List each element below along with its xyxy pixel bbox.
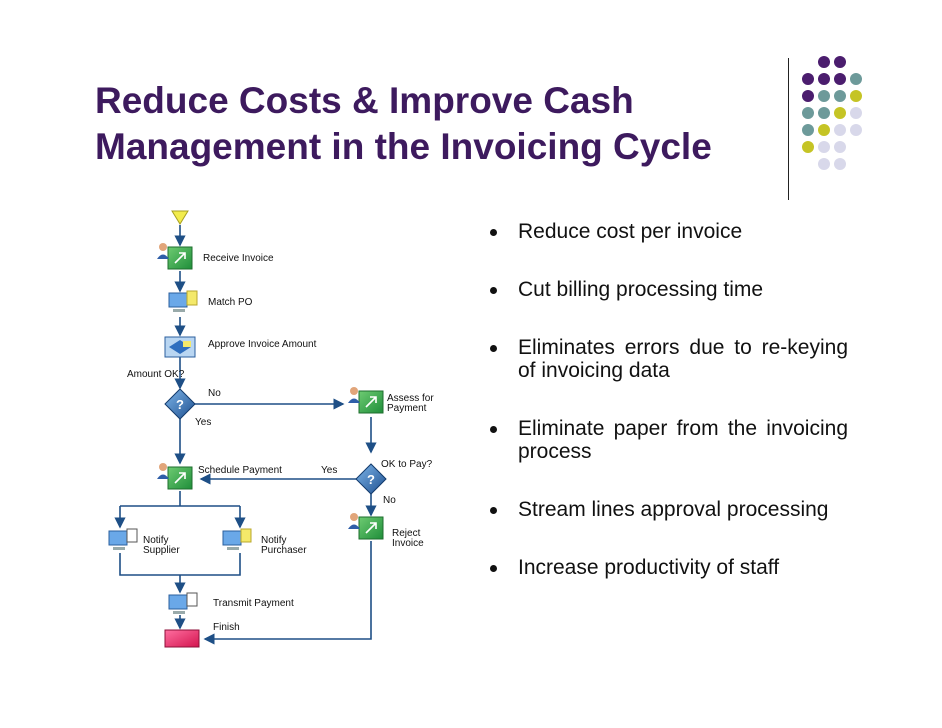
- assess-payment-task: Assess for Payment: [348, 387, 434, 414]
- list-item: Cut billing processing time: [488, 278, 848, 301]
- ok-to-pay-label: OK to Pay?: [381, 459, 433, 470]
- assess-for-label: Assess for: [387, 393, 434, 404]
- decorative-dot: [802, 124, 814, 136]
- decorative-dot: [834, 158, 846, 170]
- user-icon: [159, 463, 167, 471]
- invoice-flowchart: Receive Invoice Match PO Approve Invoice…: [108, 210, 434, 648]
- receive-invoice-label: Receive Invoice: [203, 253, 274, 264]
- notify-purchaser-label-2: Purchaser: [261, 545, 307, 556]
- ok-to-pay-decision: ?: [355, 463, 387, 495]
- decorative-dot: [834, 90, 846, 102]
- decorative-dot: [834, 73, 846, 85]
- no-label-1: No: [208, 388, 221, 399]
- list-item: Increase productivity of staff: [488, 556, 848, 579]
- document-icon: [186, 592, 198, 607]
- list-item: Eliminates errors due to re-keying of in…: [488, 336, 848, 382]
- match-po-task: Match PO: [168, 290, 253, 312]
- approve-invoice-task: Approve Invoice Amount: [164, 336, 317, 358]
- decorative-dot: [834, 124, 846, 136]
- decorative-dot: [818, 141, 830, 153]
- decorative-dot: [834, 107, 846, 119]
- question-icon: ?: [176, 397, 184, 412]
- user-icon: [350, 513, 358, 521]
- title-divider: [788, 58, 789, 200]
- notify-supplier-label-1: Notify: [143, 535, 169, 546]
- reject-invoice-task: Reject Invoice: [348, 513, 424, 549]
- decorative-dot: [802, 141, 814, 153]
- invoice-label: Invoice: [392, 538, 424, 549]
- decorative-dot: [802, 90, 814, 102]
- decorative-dot: [850, 107, 862, 119]
- list-item: Eliminate paper from the invoicing proce…: [488, 417, 848, 463]
- computer-icon: [168, 292, 188, 308]
- decorative-dot: [834, 56, 846, 68]
- user-icon: [159, 243, 167, 251]
- decorative-dot: [850, 124, 862, 136]
- transmit-payment-label: Transmit Payment: [213, 598, 294, 609]
- title-line-1: Reduce Costs & Improve Cash: [95, 80, 634, 121]
- notify-purchaser-task: Notify Purchaser: [222, 528, 307, 556]
- user-icon: [350, 387, 358, 395]
- notify-purchaser-label-1: Notify: [261, 535, 287, 546]
- slide-title: Reduce Costs & Improve Cash Management i…: [95, 78, 795, 170]
- computer-icon: [108, 530, 128, 546]
- schedule-payment-task: Schedule Payment: [157, 463, 282, 490]
- match-po-label: Match PO: [208, 297, 253, 308]
- notify-supplier-label-2: Supplier: [143, 545, 180, 556]
- decorative-dot: [818, 107, 830, 119]
- decorative-dot: [802, 107, 814, 119]
- schedule-payment-label: Schedule Payment: [198, 465, 282, 476]
- benefits-list: Reduce cost per invoice Cut billing proc…: [488, 220, 848, 614]
- decorative-dot: [818, 56, 830, 68]
- connector-lines: [114, 225, 377, 645]
- amount-ok-decision: ?: [164, 388, 196, 420]
- computer-icon: [168, 594, 188, 610]
- document-icon: [186, 290, 198, 306]
- yes-label-2: Yes: [321, 465, 337, 476]
- decorative-dot: [834, 141, 846, 153]
- finish-box: [164, 629, 200, 648]
- decorative-dot: [818, 124, 830, 136]
- computer-icon: [222, 530, 242, 546]
- decorative-dot: [818, 73, 830, 85]
- transmit-payment-task: Transmit Payment: [168, 592, 294, 614]
- decorative-dot: [850, 90, 862, 102]
- list-item: Reduce cost per invoice: [488, 220, 848, 243]
- amount-ok-label: Amount OK?: [127, 369, 185, 380]
- document-icon: [240, 528, 252, 543]
- reject-label: Reject: [392, 528, 421, 539]
- notify-supplier-task: Notify Supplier: [108, 528, 180, 556]
- decorative-dot: [802, 73, 814, 85]
- decorative-dot-grid: [802, 56, 862, 170]
- decorative-dot: [850, 73, 862, 85]
- yes-label-1: Yes: [195, 417, 211, 428]
- decorative-dot: [818, 158, 830, 170]
- title-line-2: Management in the Invoicing Cycle: [95, 126, 712, 167]
- approve-invoice-amount-label: Approve Invoice Amount: [208, 339, 317, 350]
- list-item: Stream lines approval processing: [488, 498, 848, 521]
- payment-label: Payment: [387, 403, 427, 414]
- document-icon: [126, 528, 138, 543]
- question-icon: ?: [367, 472, 375, 487]
- decorative-dot: [818, 90, 830, 102]
- receive-invoice-task: Receive Invoice: [157, 243, 274, 270]
- no-label-2: No: [383, 495, 396, 506]
- start-triangle-icon: [171, 210, 189, 225]
- finish-label: Finish: [213, 622, 240, 633]
